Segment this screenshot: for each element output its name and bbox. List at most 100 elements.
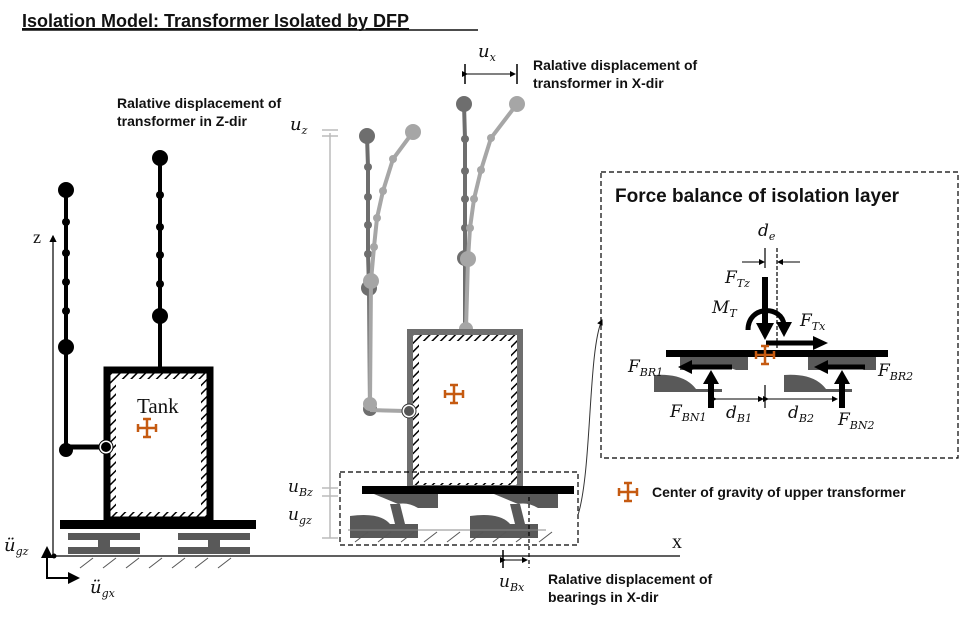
acc-gx-label: ügx xyxy=(90,577,116,600)
displaced-tank-inner xyxy=(419,341,511,483)
scale-ticks xyxy=(322,129,338,539)
f-bn1-arrowhead xyxy=(703,370,719,384)
moment-arrow xyxy=(745,308,787,331)
left-bushing-insulator xyxy=(62,218,70,226)
force-balance-panel xyxy=(600,171,959,459)
right-bushing-displaced-insulator xyxy=(460,251,476,267)
left-bushing-displaced-insulator xyxy=(370,243,378,251)
displaced-link xyxy=(369,408,406,413)
hatch-line xyxy=(423,531,438,543)
hatch-line xyxy=(125,557,140,569)
panel-bearing-lower xyxy=(784,374,852,392)
left-bushing-insulator xyxy=(62,249,70,257)
displaced-bearings xyxy=(350,494,558,538)
right-bushing-insulator xyxy=(156,280,164,288)
hatch-line xyxy=(354,531,369,543)
tank-inner xyxy=(116,379,201,512)
dfp-right-lower xyxy=(470,515,538,538)
left-bushing-displaced-insulator xyxy=(405,124,421,140)
left-bushing-insulator xyxy=(58,339,74,355)
bearing-bottom xyxy=(68,547,140,554)
left-bushing-displaced-insulator xyxy=(389,155,397,163)
hatch-line xyxy=(492,531,507,543)
hatch-line xyxy=(515,531,530,543)
isolation-layer-box xyxy=(339,471,579,546)
hatch-line xyxy=(400,531,415,543)
right-bushing-displaced-insulator xyxy=(487,134,495,142)
force-panel-plate xyxy=(666,350,888,357)
u-x-label: ux xyxy=(478,41,497,64)
u-bx-label: uBx xyxy=(499,572,525,594)
f-br2-label: FBR2 xyxy=(877,361,913,383)
moment-arrowhead xyxy=(776,322,792,337)
right-bushing-original-insulator xyxy=(456,96,472,112)
hatch-line xyxy=(102,557,117,569)
origin-dot xyxy=(51,553,57,559)
left-bushing-insulator xyxy=(62,307,70,315)
bearing-bottom xyxy=(178,547,250,554)
dfp-left-lower xyxy=(350,515,418,538)
hatch-line xyxy=(79,557,94,569)
right-bushing-displaced-insulator xyxy=(470,195,478,203)
x-dir-label-line2: transformer in X-dir xyxy=(533,75,664,91)
hatch-line xyxy=(469,531,484,543)
d-b1-label: dB1 xyxy=(726,403,752,425)
callout-arrow xyxy=(577,319,603,516)
hatch-line xyxy=(217,557,232,569)
displaced-base-plate xyxy=(362,486,574,494)
hatch-line xyxy=(538,531,553,543)
m-t-label: MT xyxy=(711,298,738,320)
u-z-label: uz xyxy=(290,114,308,137)
left-bushing-original-insulator xyxy=(364,250,372,258)
f-bn2-arrowhead xyxy=(834,370,850,384)
left-bearings xyxy=(68,533,250,554)
d-e-label: de xyxy=(758,221,776,243)
tank-label: Tank xyxy=(137,394,179,418)
left-bushing-insulator xyxy=(62,278,70,286)
bearing-label-line1: Ralative displacement of xyxy=(548,571,713,587)
f-bn1-label: FBN1 xyxy=(669,402,707,424)
f-tx-arrowhead xyxy=(813,336,828,350)
displaced-joint-core xyxy=(404,406,414,416)
mid-ground-hatch xyxy=(354,531,553,543)
hatch-line xyxy=(377,531,392,543)
right-bushing-original-insulator xyxy=(461,135,469,143)
bearing-top xyxy=(178,533,250,540)
left-bushing-displaced-insulator xyxy=(363,273,379,289)
left-bushing-displaced-insulator xyxy=(363,397,377,411)
bearing-top xyxy=(68,533,140,540)
right-bushing-displaced-insulator xyxy=(509,96,525,112)
connection-joint-core xyxy=(101,442,111,452)
hatch-line xyxy=(194,557,209,569)
f-br1-arrowhead xyxy=(678,360,692,374)
left-bushing-original-insulator xyxy=(364,163,372,171)
d-b2-label: dB2 xyxy=(788,403,814,425)
axis-x-label: x xyxy=(672,531,682,553)
left-bushing-displaced-stem xyxy=(368,130,415,405)
diagram-title: Isolation Model: Transformer Isolated by… xyxy=(22,11,409,31)
u-gz-label: ugz xyxy=(288,505,312,527)
right-bushing-insulator xyxy=(152,308,168,324)
bearing-label-line2: bearings in X-dir xyxy=(548,589,659,605)
right-bushing-insulator xyxy=(156,223,164,231)
axis-z-label: z xyxy=(33,227,41,247)
cog-legend-text: Center of gravity of upper transformer xyxy=(652,484,906,500)
f-bn2-label: FBN2 xyxy=(837,410,875,432)
hatch-line xyxy=(148,557,163,569)
x-dir-label-line1: Ralative displacement of xyxy=(533,57,698,73)
f-br2-arrowhead xyxy=(814,360,828,374)
dfp-left-upper xyxy=(374,494,438,508)
z-dir-label-line2: transformer in Z-dir xyxy=(117,113,247,129)
acc-gz-label: ügz xyxy=(4,535,29,558)
cog-icon xyxy=(753,343,777,367)
left-base-plate xyxy=(60,520,256,529)
right-bushing-insulator xyxy=(156,191,164,199)
right-bushing-insulator xyxy=(156,251,164,259)
right-bushing-displaced-insulator xyxy=(466,224,474,232)
left-bushing-original-insulator xyxy=(364,221,372,229)
left-bushing-insulator xyxy=(58,182,74,198)
dfp-right-slider xyxy=(510,504,526,528)
u-bz-label: uBz xyxy=(288,477,313,499)
